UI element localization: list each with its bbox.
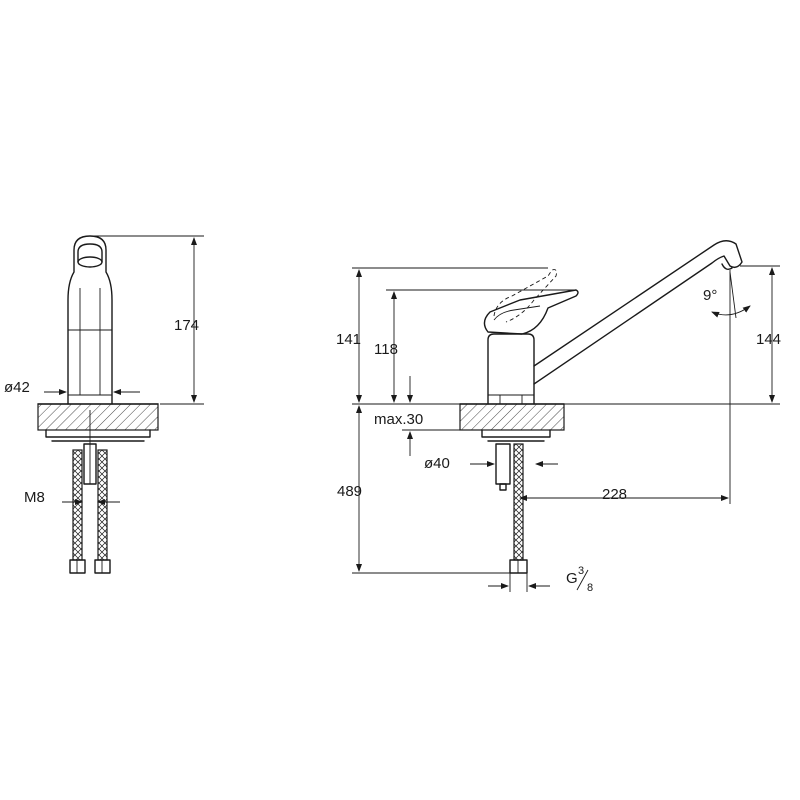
svg-text:8: 8	[587, 582, 593, 594]
side-faucet-body	[487, 333, 535, 405]
front-dimensions: 174 ø42 M8	[4, 235, 204, 506]
dim-max30-label: max.30	[374, 411, 423, 428]
front-hose-right	[97, 449, 108, 561]
dim-m8-label: M8	[24, 489, 45, 506]
front-hose-left	[72, 449, 83, 561]
side-lever-raised	[493, 269, 557, 323]
front-countertop	[37, 403, 159, 431]
dim-228-label: 228	[602, 486, 627, 503]
dim-489-label: 489	[337, 483, 362, 500]
side-mounting-bracket	[481, 429, 551, 438]
front-faucet-body	[67, 235, 113, 405]
side-lever	[483, 289, 579, 335]
side-countertop	[459, 403, 565, 431]
dim-o42-label: ø42	[4, 379, 30, 396]
side-view	[459, 240, 743, 574]
side-dimensions: 141 118 max.30 ø40 489 228 144 9°	[336, 265, 781, 594]
dim-angle-label: 9°	[703, 287, 717, 304]
side-threaded-rod	[495, 443, 511, 485]
front-mounting-bracket	[45, 429, 151, 438]
svg-text:3: 3	[578, 565, 584, 577]
front-aerator	[77, 256, 103, 268]
dim-141-label: 141	[336, 331, 361, 348]
dim-174-label: 174	[174, 317, 199, 334]
dim-144-label: 144	[756, 331, 781, 348]
dim-118-label: 118	[374, 341, 398, 358]
svg-text:G: G	[566, 570, 578, 587]
dim-g38-label: G 3 8	[566, 565, 593, 594]
side-hose	[513, 443, 524, 561]
dim-angle-arc	[711, 305, 751, 318]
front-view	[37, 235, 159, 574]
side-spout	[533, 240, 743, 385]
dim-o40-label: ø40	[424, 455, 450, 472]
